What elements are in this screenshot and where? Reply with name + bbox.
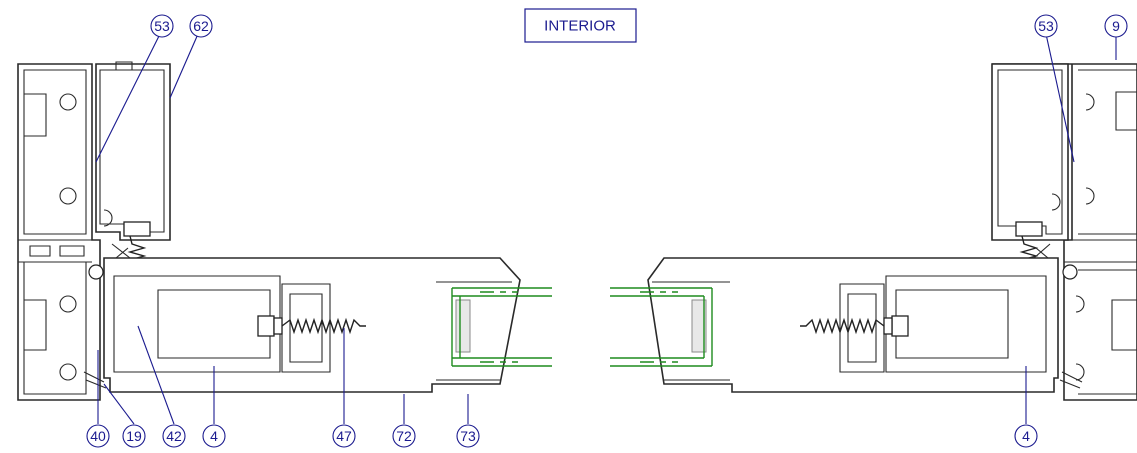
callout-4-left: 4 [202,424,226,448]
callout-9-text: 9 [1112,18,1120,34]
callout-53-right: 53 [1034,14,1058,38]
callout-19-text: 19 [126,428,142,444]
left-gasket [451,287,552,367]
right-horizontal-screw [800,315,909,337]
callout-73: 73 [456,424,480,448]
leader-lines [95,33,1117,425]
callout-73-text: 73 [460,428,476,444]
right-gasket [610,287,713,367]
left-horizontal-screw [257,315,366,337]
callout-47-text: 47 [336,428,352,444]
interior-label-text: INTERIOR [544,18,616,35]
callout-62: 62 [189,14,213,38]
callout-72-text: 72 [396,428,412,444]
callout-40-text: 40 [90,428,106,444]
right-seals [1033,243,1083,389]
callout-53-right-text: 53 [1038,18,1054,34]
callout-72: 72 [392,424,416,448]
callout-40: 40 [86,424,110,448]
callout-62-text: 62 [193,18,209,34]
callout-4-right: 4 [1014,424,1038,448]
callout-47: 47 [332,424,356,448]
callout-42: 42 [162,424,186,448]
right-mullion-profile [991,63,1137,401]
left-insert-profile [95,61,171,241]
callout-4-right-text: 4 [1022,428,1030,444]
callout-9: 9 [1104,14,1128,38]
callout-53-left: 53 [150,14,174,38]
callout-19: 19 [122,424,146,448]
callout-42-text: 42 [166,428,182,444]
left-seals [83,243,131,389]
callout-53-left-text: 53 [154,18,170,34]
callout-4-left-text: 4 [210,428,218,444]
left-mullion-profile [17,63,101,401]
interior-label: INTERIOR [524,8,637,43]
